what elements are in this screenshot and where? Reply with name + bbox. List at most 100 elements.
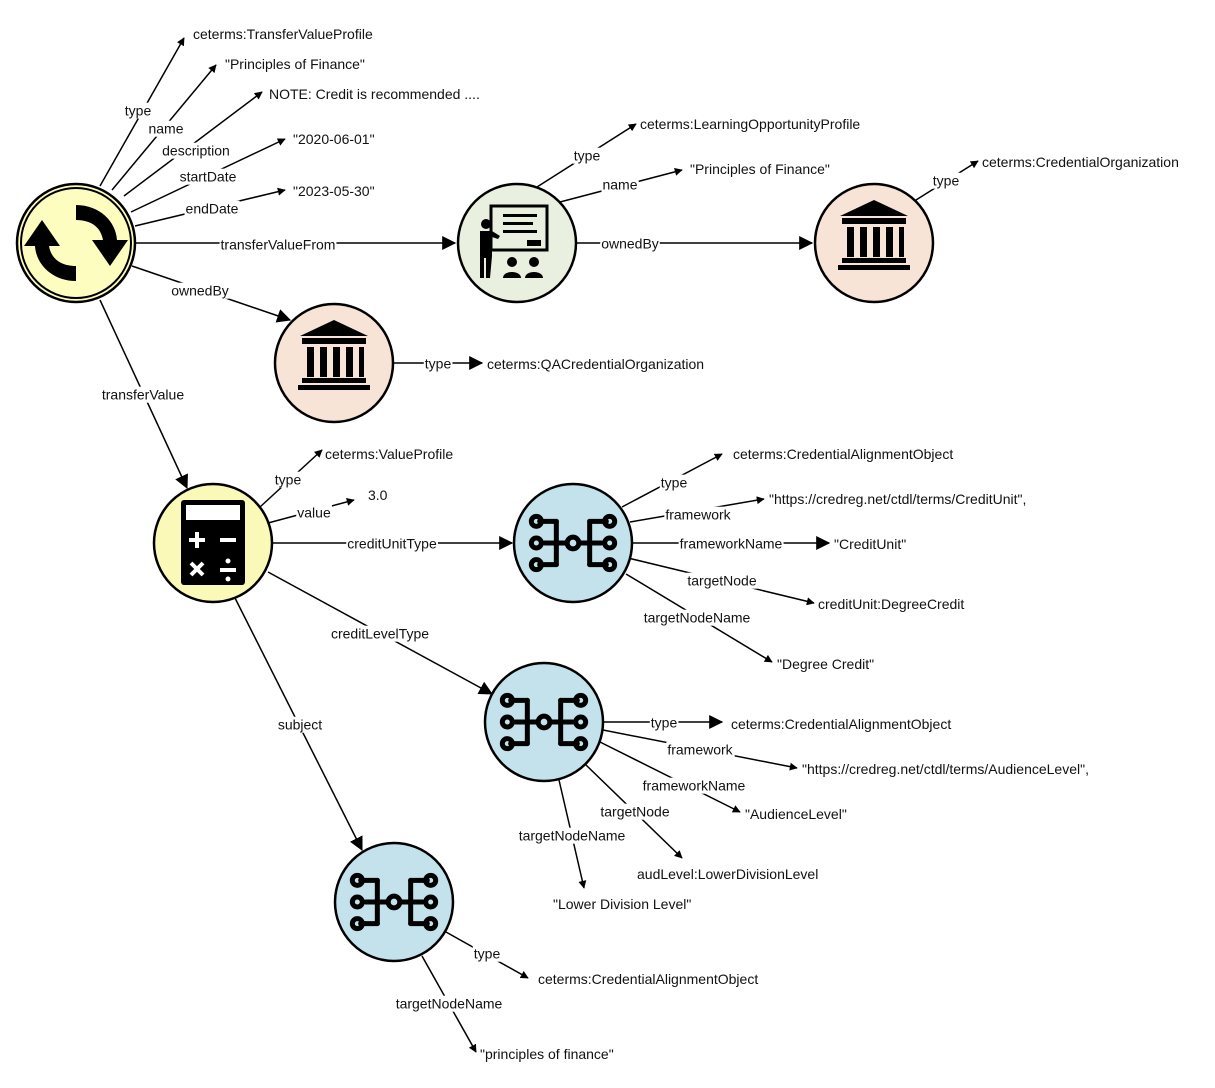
edge-label-text: ownedBy <box>171 283 229 299</box>
edge-label-vp-subject: subject <box>276 716 324 733</box>
edge-label-background <box>678 535 784 552</box>
learning-opportunity-circle <box>456 182 578 304</box>
edge-label-vp-clt: creditLevelType <box>329 625 431 642</box>
edge-label-text: ownedBy <box>601 236 659 252</box>
calculator-icon <box>181 500 245 585</box>
credential-organization-node[interactable] <box>813 182 935 304</box>
sb-target-name-value: "principles of finance" <box>480 1046 614 1062</box>
cu-type-value: ceterms:CredentialAlignmentObject <box>733 446 953 462</box>
edge-label-background <box>123 102 153 119</box>
cu-target-name-value: "Degree Credit" <box>777 656 874 672</box>
edge-label-vp-type: type <box>273 471 303 488</box>
edge-label-background <box>601 176 639 193</box>
root-end-date-value: "2023-05-30" <box>293 183 375 199</box>
edge-label-text: type <box>661 475 688 491</box>
edge-label-text: type <box>425 356 452 372</box>
edge-label-text: transferValue <box>102 387 184 403</box>
edge-label-text: type <box>474 946 501 962</box>
edge-label-text: type <box>574 148 601 164</box>
edge-label-vp-cut: creditUnitType <box>346 535 438 552</box>
edge-label-background <box>170 282 230 299</box>
edge-label-background <box>161 142 231 159</box>
edge-label-text: creditLevelType <box>331 626 429 642</box>
credit-unit-alignment-node[interactable] <box>512 482 634 604</box>
edge-label-text: name <box>602 177 637 193</box>
cu-framework-value: "https://credreg.net/ctdl/terms/CreditUn… <box>769 491 1026 507</box>
edge-label-background <box>329 625 431 642</box>
edge-label-background <box>184 200 240 217</box>
edge-label-text: type <box>125 103 152 119</box>
nodes-layer <box>15 182 935 963</box>
edge-label-background <box>642 609 752 626</box>
edge-label-lo-name: name <box>601 176 639 193</box>
edge-label-text: targetNode <box>687 573 756 589</box>
edge-label-text: endDate <box>186 201 239 217</box>
edge-label-root-description: description <box>161 142 231 159</box>
edge-label-background <box>649 714 679 731</box>
edge-label-lo-owned: ownedBy <box>600 235 660 252</box>
edge-label-root-owned: ownedBy <box>170 282 230 299</box>
edge-label-text: value <box>297 505 331 521</box>
edge-label-text: framework <box>667 742 733 758</box>
value-profile-node[interactable] <box>152 482 274 604</box>
edge-label-lo-type: type <box>572 147 602 164</box>
edge-label-background <box>686 572 758 589</box>
edge-label-text: name <box>148 121 183 137</box>
subject-alignment-circle <box>333 841 455 963</box>
edge-label-background <box>659 474 689 491</box>
edge-label-vp-value: value <box>296 504 332 521</box>
edge-label-text: transferValueFrom <box>221 237 336 253</box>
edge-label-sb-target-name: targetNodeName <box>394 995 504 1012</box>
edge-label-background <box>572 147 602 164</box>
root-type-value: ceterms:TransferValueProfile <box>193 26 373 42</box>
lo-name-value: "Principles of Finance" <box>690 161 830 177</box>
cl-framework-name-value: "AudienceLevel" <box>745 806 847 822</box>
cu-framework-name-value: "CreditUnit" <box>834 536 906 552</box>
vp-value-value: 3.0 <box>368 487 388 503</box>
edge-label-text: targetNodeName <box>396 996 503 1012</box>
edge-label-text: frameworkName <box>643 778 746 794</box>
edge-label-background <box>273 471 303 488</box>
credit-level-alignment-circle <box>483 661 605 783</box>
edge-label-background <box>517 827 627 844</box>
edge-label-background <box>178 168 238 185</box>
edge-label-cu-target: targetNode <box>686 572 758 589</box>
root-description-value: NOTE: Credit is recommended .... <box>269 86 480 102</box>
edge-label-text: framework <box>665 507 731 523</box>
edge-label-background <box>219 236 337 253</box>
edge-label-qa-type: type <box>423 355 453 372</box>
learning-opportunity-node[interactable] <box>456 182 578 304</box>
cl-target-name-value: "Lower Division Level" <box>553 896 691 912</box>
edge-label-background <box>296 504 332 521</box>
vp-type-value: ceterms:ValueProfile <box>325 446 453 462</box>
qa-type-value: ceterms:QACredentialOrganization <box>487 356 704 372</box>
org-type-value: ceterms:CredentialOrganization <box>982 154 1179 170</box>
root-inner-border <box>20 187 132 299</box>
edge-label-cu-target-name: targetNodeName <box>642 609 752 626</box>
edge-label-root-start: startDate <box>178 168 238 185</box>
credit-level-alignment-node[interactable] <box>483 661 605 783</box>
edge-cl-framework-name <box>599 741 741 813</box>
edge-label-background <box>147 120 185 137</box>
edge-label-background <box>423 355 453 372</box>
subject-alignment-node[interactable] <box>333 841 455 963</box>
edge-label-text: description <box>162 143 230 159</box>
qa-credential-organization-node[interactable] <box>273 302 395 424</box>
edge-label-background <box>664 506 733 523</box>
edge-label-background <box>100 386 186 403</box>
root-ring <box>15 182 137 304</box>
edge-label-text: type <box>275 472 302 488</box>
edge-label-root-name: name <box>147 120 185 137</box>
edge-label-cl-framework-name: frameworkName <box>641 777 747 794</box>
edge-label-text: type <box>651 715 678 731</box>
edge-labels-layer: typenamedescriptionstartDateendDatetrans… <box>100 102 961 1012</box>
edge-label-root-type: type <box>123 102 153 119</box>
edge-label-text: targetNodeName <box>519 828 626 844</box>
cl-framework-value: "https://credreg.net/ctdl/terms/Audience… <box>802 761 1089 777</box>
edge-label-background <box>641 777 747 794</box>
edge-label-cl-target-name: targetNodeName <box>517 827 627 844</box>
edge-label-sb-type: type <box>472 945 502 962</box>
transfer-value-profile-node[interactable] <box>15 182 137 304</box>
edge-label-cu-type: type <box>659 474 689 491</box>
